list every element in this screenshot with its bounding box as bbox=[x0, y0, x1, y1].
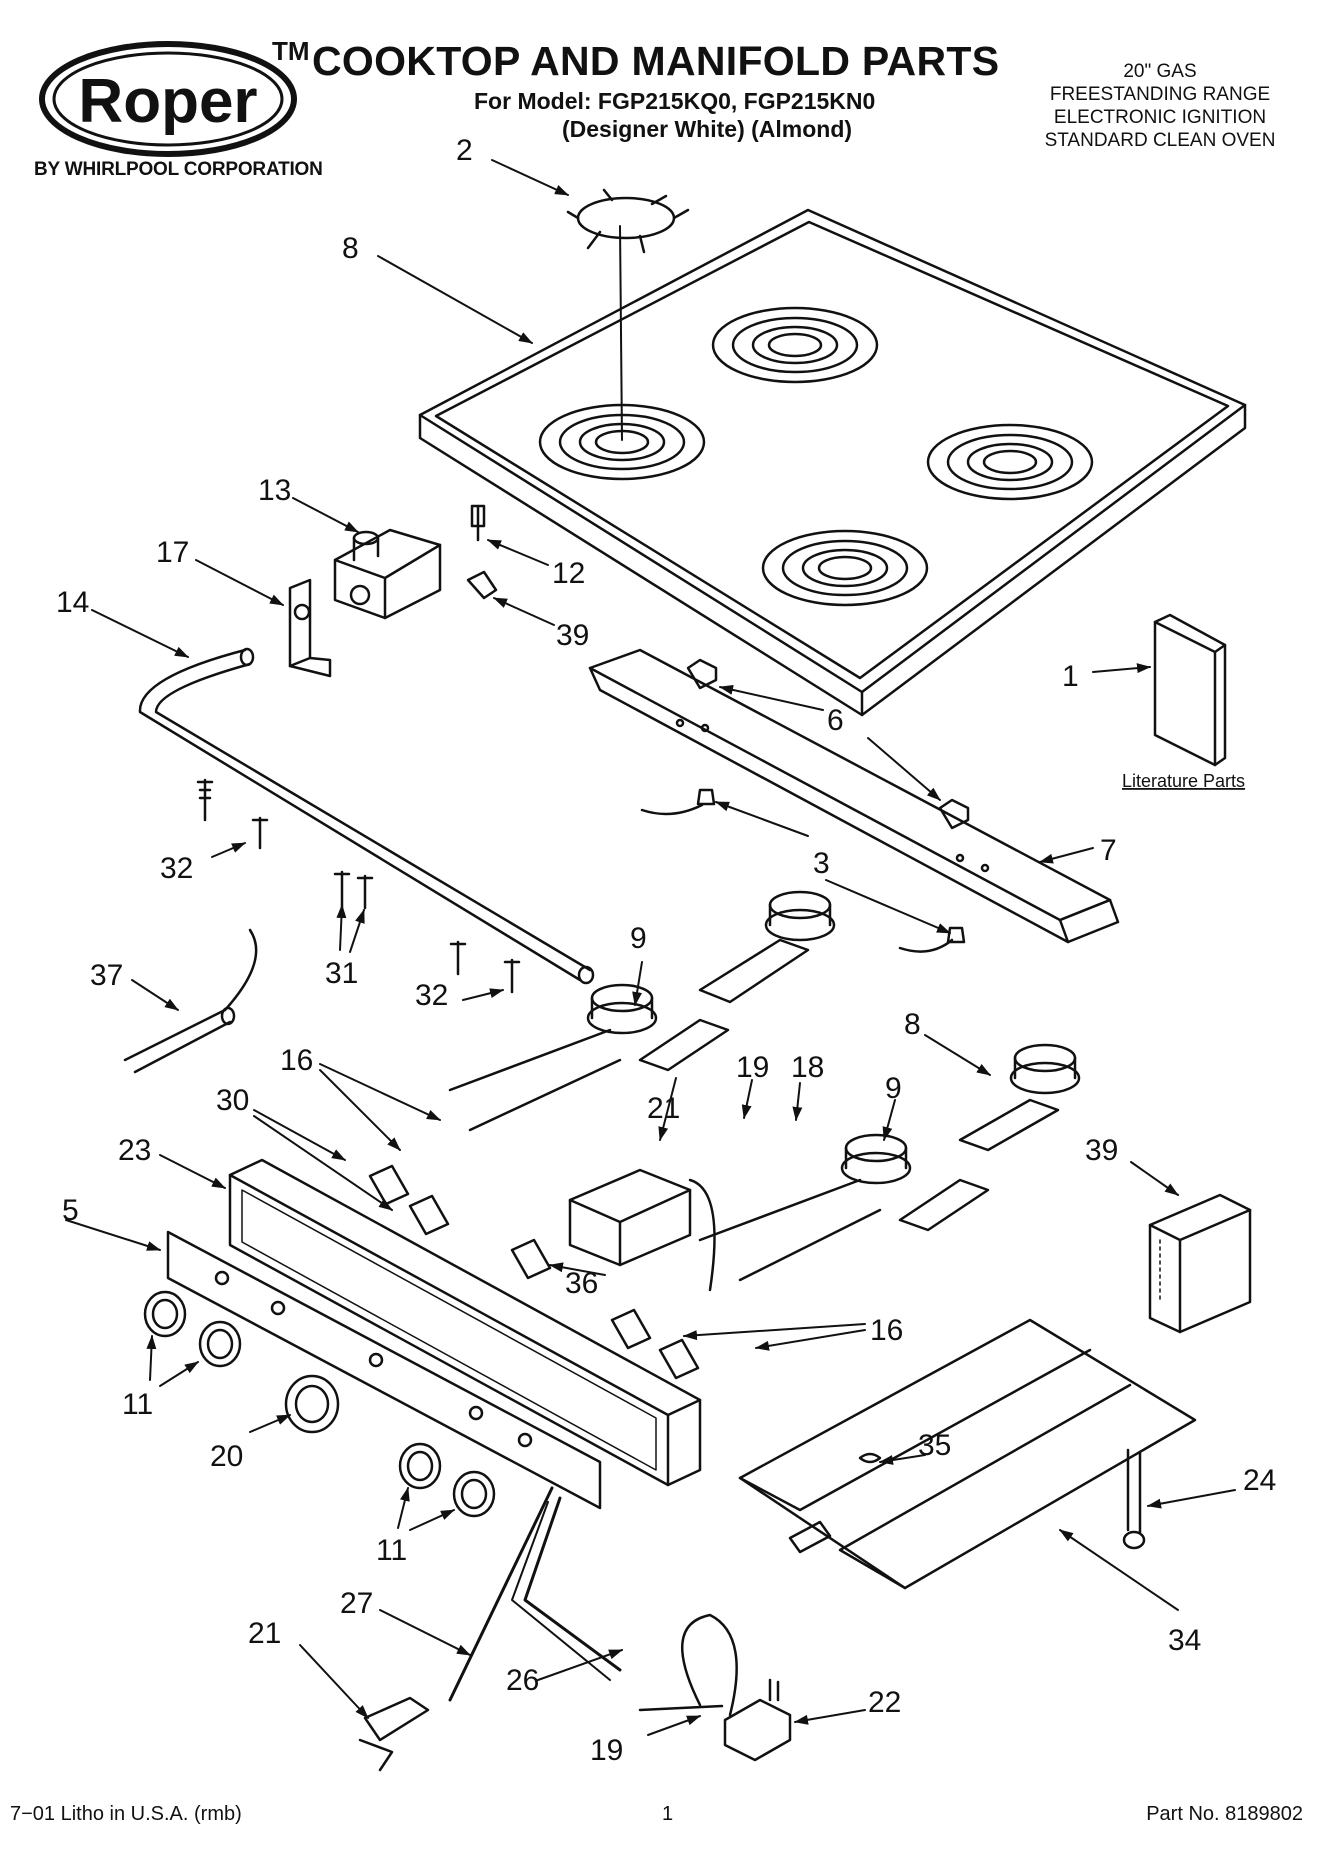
callout-label: 31 bbox=[325, 957, 358, 990]
callout-label: 30 bbox=[216, 1084, 249, 1117]
spark-module bbox=[568, 1168, 716, 1292]
callout-label: 23 bbox=[118, 1134, 151, 1167]
model-line: For Model: FGP215KQ0, FGP215KN0 bbox=[474, 88, 876, 114]
burner-ring-rear bbox=[711, 306, 879, 384]
burner-support-bracket bbox=[588, 648, 1120, 944]
callout-label: 14 bbox=[56, 586, 89, 619]
burner-rear-right bbox=[958, 1043, 1081, 1152]
knob-3 bbox=[398, 1442, 442, 1490]
oven-burner-baffle bbox=[738, 1318, 1197, 1590]
spec-line: ELECTRONIC IGNITION bbox=[1053, 107, 1267, 128]
spark-electrode bbox=[470, 504, 486, 542]
callout-label: 16 bbox=[280, 1044, 313, 1077]
callout-label: 18 bbox=[791, 1051, 824, 1084]
manifold-bracket bbox=[288, 578, 332, 678]
roper-logo: Roper bbox=[30, 36, 360, 186]
callout-label: 19 bbox=[590, 1734, 623, 1767]
regulator-valve bbox=[333, 528, 442, 620]
callout-label: 21 bbox=[248, 1617, 281, 1650]
oven-thermostat-bulb bbox=[358, 1696, 430, 1772]
callout-label: 21 bbox=[647, 1092, 680, 1125]
callout-label: 2 bbox=[456, 134, 473, 167]
literature-parts-label: Literature Parts bbox=[1122, 771, 1245, 791]
callout-label: 12 bbox=[552, 557, 585, 590]
callout-label: 32 bbox=[415, 979, 448, 1012]
leader-arrows bbox=[65, 159, 1236, 1736]
callout-label: 11 bbox=[122, 1388, 153, 1421]
electrode-clip bbox=[466, 570, 498, 600]
callout-label: 36 bbox=[565, 1267, 598, 1300]
oven-burner-tube bbox=[123, 928, 258, 1074]
callout-label: 27 bbox=[340, 1587, 373, 1620]
callout-label: 9 bbox=[885, 1072, 902, 1105]
knob-1 bbox=[143, 1290, 187, 1338]
spec-line: 20" GAS bbox=[1123, 61, 1197, 82]
company-name: BY WHIRLPOOL CORPORATION bbox=[34, 159, 323, 180]
burner-rear-left bbox=[698, 890, 836, 1004]
page-number: 1 bbox=[662, 1803, 674, 1825]
callout-label: 39 bbox=[1085, 1134, 1118, 1167]
cooktop-panel bbox=[418, 208, 1247, 717]
gas-tube-inner bbox=[511, 1501, 611, 1681]
burner-ring-front bbox=[761, 529, 929, 607]
footer-print-info: 7−01 Litho in U.S.A. (rmb) bbox=[10, 1803, 242, 1825]
callout-label: 24 bbox=[1243, 1464, 1276, 1497]
variant-line: (Designer White) (Almond) bbox=[562, 116, 853, 142]
knob-2 bbox=[198, 1320, 242, 1368]
spark-switches bbox=[368, 1164, 700, 1380]
callout-label: 37 bbox=[90, 959, 123, 992]
callout-label: 20 bbox=[210, 1440, 243, 1473]
control-panel-trim bbox=[166, 1230, 602, 1510]
oven-safety-valve bbox=[638, 1613, 792, 1762]
control-knobs bbox=[143, 1290, 496, 1518]
knob-4 bbox=[452, 1470, 496, 1518]
callout-labels: 2 8 13 17 12 39 14 1 6 7 3 32 31 32 37 9… bbox=[56, 134, 1276, 1767]
callout-label: 34 bbox=[1168, 1624, 1201, 1657]
callout-label: 8 bbox=[904, 1008, 921, 1041]
callout-label: 32 bbox=[160, 852, 193, 885]
oven-burner-orifice bbox=[1122, 1448, 1146, 1550]
callout-label: 7 bbox=[1100, 834, 1117, 867]
callout-label: 3 bbox=[813, 847, 830, 880]
gas-tube bbox=[523, 1496, 622, 1672]
control-panel bbox=[228, 1158, 702, 1487]
callout-label: 22 bbox=[868, 1686, 901, 1719]
callout-label: 8 bbox=[342, 232, 359, 265]
oven-knob bbox=[284, 1374, 340, 1434]
part-number: Part No. 8189802 bbox=[1146, 1803, 1303, 1825]
capillary-tube bbox=[448, 1486, 554, 1702]
spec-line: FREESTANDING RANGE bbox=[1049, 84, 1271, 105]
callout-label: 5 bbox=[62, 1194, 79, 1227]
trademark-mark: TM bbox=[272, 36, 310, 66]
literature-parts bbox=[1153, 613, 1227, 767]
callout-label: 16 bbox=[870, 1314, 903, 1347]
gas-manifold-pipe bbox=[138, 647, 595, 985]
manifold-screws bbox=[196, 778, 521, 994]
callout-label: 19 bbox=[736, 1051, 769, 1084]
brand-text: Roper bbox=[78, 67, 257, 136]
surface-burners bbox=[448, 890, 1081, 1282]
spec-block: 20" GAS FREESTANDING RANGE ELECTRONIC IG… bbox=[1010, 60, 1310, 152]
callout-label: 17 bbox=[156, 536, 189, 569]
callout-label: 39 bbox=[556, 619, 589, 652]
callout-label: 9 bbox=[630, 922, 647, 955]
burner-grate bbox=[566, 188, 690, 441]
callout-label: 13 bbox=[258, 474, 291, 507]
burner-front-left bbox=[586, 983, 730, 1072]
callout-label: 26 bbox=[506, 1664, 539, 1697]
page-title: COOKTOP AND MANIFOLD PARTS bbox=[312, 38, 1000, 84]
callout-label: 11 bbox=[376, 1534, 407, 1567]
callout-label: 1 bbox=[1062, 660, 1079, 693]
callout-label: 35 bbox=[918, 1429, 951, 1462]
spec-line: STANDARD CLEAN OVEN bbox=[1044, 130, 1276, 151]
callout-label: 6 bbox=[827, 704, 844, 737]
spark-ignitor-module bbox=[1148, 1193, 1252, 1334]
burner-ring-right bbox=[926, 423, 1094, 501]
orifice-holders bbox=[640, 788, 966, 953]
burner-front-right bbox=[840, 1133, 990, 1232]
